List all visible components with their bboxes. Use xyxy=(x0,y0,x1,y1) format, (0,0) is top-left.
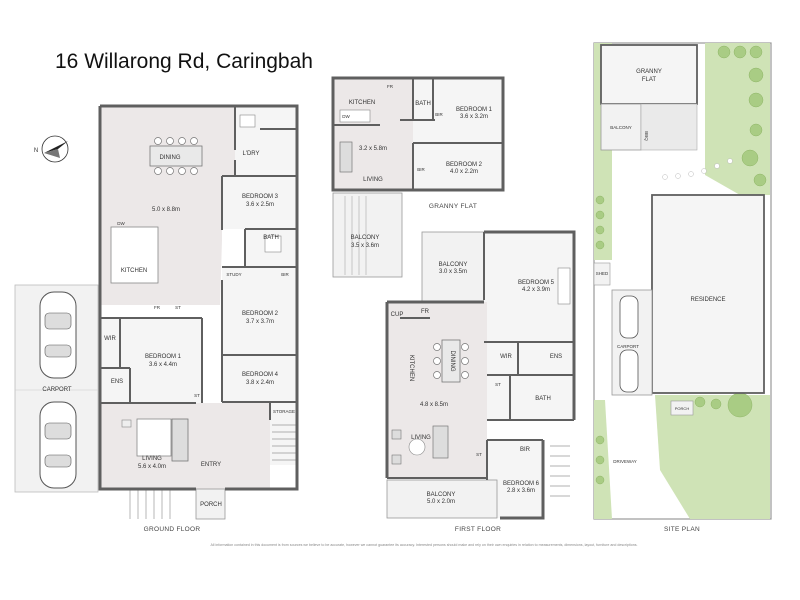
site-label: GRANNY xyxy=(636,69,662,75)
room-size: 4.0 x 2.2m xyxy=(450,169,478,175)
kitchen-island xyxy=(110,226,159,284)
room-size: 3.0 x 3.5m xyxy=(439,269,467,275)
room-size: 3.6 x 2.5m xyxy=(246,202,274,208)
dining-table xyxy=(149,137,203,175)
room-label: BEDROOM 1 xyxy=(145,354,182,360)
room-label: BIR xyxy=(281,272,289,277)
room-label: LIVING xyxy=(363,177,383,183)
room-label: PORCH xyxy=(200,502,222,508)
room-label: KITCHEN xyxy=(408,355,414,381)
first-floor-plan: BALCONY 3.0 x 3.5m BEDROOM 5 4.2 x 3.9m … xyxy=(385,230,576,533)
room-label: L'DRY xyxy=(242,151,259,157)
site-label: SHED xyxy=(596,271,609,276)
room-label: BEDROOM 3 xyxy=(242,194,279,200)
room-label: KITCHEN xyxy=(349,100,375,106)
room-label: ST xyxy=(495,382,501,387)
room-label: BALCONY xyxy=(351,235,380,241)
ground-floor-plan: DINING 5.0 x 8.8m KITCHEN DW FR ST L'DRY… xyxy=(14,104,299,533)
site-plan: GRANNY FLAT BALCONY BBQ SHED RESIDENCE C… xyxy=(593,42,772,533)
appliance-label: DW xyxy=(342,114,350,119)
dining-table xyxy=(433,339,469,383)
room-label: BALCONY xyxy=(439,262,468,268)
room-label: CUP xyxy=(391,312,404,318)
room-label: BEDROOM 5 xyxy=(518,280,555,286)
appliance-label: ST xyxy=(175,305,181,310)
sofa xyxy=(339,141,353,173)
room-label: ENTRY xyxy=(201,462,221,468)
room-label: STORAGE xyxy=(273,409,295,414)
room-label: ST xyxy=(194,393,200,398)
room-size: 3.2 x 5.8m xyxy=(359,146,387,152)
room-label: BATH xyxy=(263,235,279,241)
room-label: DINING xyxy=(160,155,181,161)
appliance-label: DW xyxy=(117,221,125,226)
room-size: 4.8 x 8.5m xyxy=(420,402,448,408)
room-label: BIR xyxy=(417,167,425,172)
room-label: ST xyxy=(476,452,482,457)
page-title: 16 Willarong Rd, Caringbah xyxy=(55,50,313,73)
sofa xyxy=(171,418,189,462)
room-label: BEDROOM 1 xyxy=(456,107,493,113)
room-label: BATH xyxy=(535,396,551,402)
car-icon xyxy=(39,401,77,489)
site-label: FLAT xyxy=(642,77,657,83)
room-label: KITCHEN xyxy=(121,268,147,274)
room-size: 3.6 x 3.2m xyxy=(460,114,488,120)
site-label: BALCONY xyxy=(610,125,632,130)
room-label: LIVING xyxy=(411,435,431,441)
car-icon xyxy=(619,295,639,339)
room-label: BALCONY xyxy=(427,492,456,498)
room-size: 3.6 x 4.4m xyxy=(149,362,177,368)
room-label: BEDROOM 4 xyxy=(242,372,279,378)
disclaimer-text: All information contained in this docume… xyxy=(210,543,637,547)
car-icon xyxy=(39,291,77,379)
room-label: BEDROOM 2 xyxy=(242,311,279,317)
floor-caption: SITE PLAN xyxy=(664,526,700,533)
appliance-label: FR xyxy=(421,309,430,315)
site-label: PORCH xyxy=(675,406,690,411)
svg-text:N: N xyxy=(34,148,38,154)
room-label: BEDROOM 2 xyxy=(446,162,483,168)
site-label: DRIVEWAY xyxy=(613,459,637,464)
room-label: LIVING xyxy=(142,456,162,462)
floor-caption: GRANNY FLAT xyxy=(429,203,477,210)
room-size: 5.0 x 2.0m xyxy=(427,499,455,505)
room-size: 3.7 x 3.7m xyxy=(246,319,274,325)
north-arrow-icon: N xyxy=(34,135,69,163)
room-label: BATH xyxy=(415,101,431,107)
room-size: 3.5 x 3.6m xyxy=(351,243,379,249)
room-size: 2.8 x 3.6m xyxy=(507,488,535,494)
room-label: ENS xyxy=(111,379,123,385)
room-label: DINING xyxy=(449,351,455,372)
site-label: CARPORT xyxy=(617,344,639,349)
room-size: 4.2 x 3.9m xyxy=(522,287,550,293)
floor-caption: FIRST FLOOR xyxy=(455,526,501,533)
floor-caption: GROUND FLOOR xyxy=(144,526,201,533)
room-size: 5.0 x 8.8m xyxy=(152,207,180,213)
area-label: CARPORT xyxy=(42,387,72,393)
car-icon xyxy=(619,349,639,393)
room-size: 3.8 x 2.4m xyxy=(246,380,274,386)
room-label: ENS xyxy=(550,354,562,360)
room-size: 5.6 x 4.0m xyxy=(138,464,166,470)
room-label: STUDY xyxy=(226,272,241,277)
room-label: BIR xyxy=(435,112,443,117)
room-label: BEDROOM 6 xyxy=(503,481,540,487)
room-label: WIR xyxy=(500,354,512,360)
appliance-label: FR xyxy=(387,84,394,89)
site-label: RESIDENCE xyxy=(690,297,725,303)
granny-flat-plan: KITCHEN FR DW BATH BIR BEDROOM 1 3.6 x 3… xyxy=(331,76,505,278)
appliance-label: FR xyxy=(154,305,161,310)
room-label: BIR xyxy=(520,447,531,453)
room-label: WIR xyxy=(104,336,116,342)
sofa xyxy=(432,425,449,459)
site-label: BBQ xyxy=(644,131,649,141)
